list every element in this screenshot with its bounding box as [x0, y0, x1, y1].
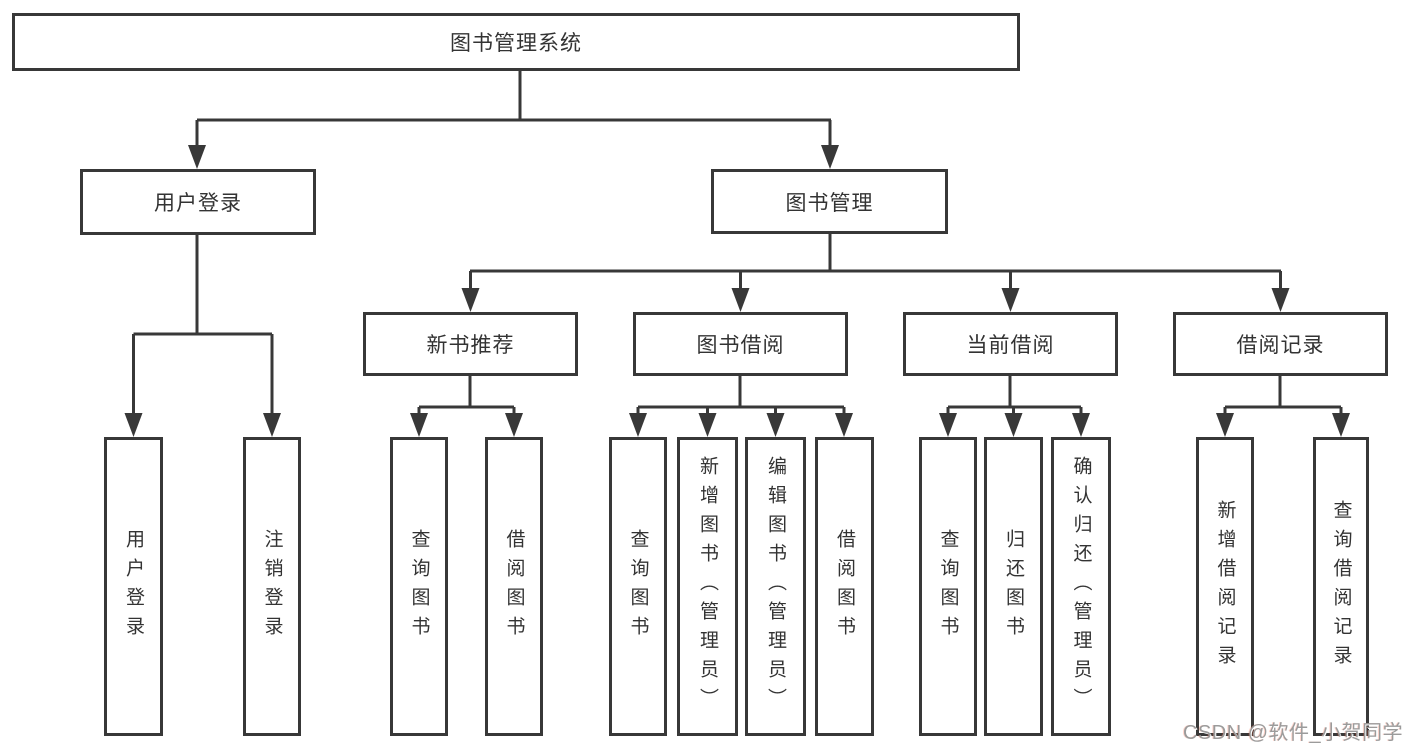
leaf-query-books-current-label: 查询图书	[937, 528, 959, 645]
leaf-user-login: 用户登录	[104, 437, 163, 736]
csdn-watermark: CSDN @软件_小贺同学	[1183, 722, 1404, 744]
leaf-query-books-recommend-label: 查询图书	[408, 528, 430, 645]
leaf-add-borrow-record-label: 新增借阅记录	[1214, 499, 1236, 674]
leaf-query-books-borrowing-label: 查询图书	[627, 528, 649, 645]
leaf-confirm-return-admin: 确认归还（管理员）	[1051, 437, 1111, 736]
node-book-borrowing: 图书借阅	[633, 312, 848, 376]
leaf-borrow-books-label: 借阅图书	[834, 528, 855, 645]
node-library-management-system: 图书管理系统	[12, 13, 1020, 71]
leaf-borrow-books-recommend-label: 借阅图书	[503, 528, 525, 645]
leaf-query-books-current: 查询图书	[919, 437, 977, 736]
node-borrowing-records: 借阅记录	[1173, 312, 1388, 376]
arrowhead-icons	[124, 145, 1350, 437]
node-book-management: 图书管理	[711, 169, 948, 234]
leaf-edit-books-admin-label: 编辑图书（管理员）	[765, 456, 786, 717]
leaf-borrow-books-recommend: 借阅图书	[485, 437, 543, 736]
leaf-user-login-label: 用户登录	[123, 528, 144, 645]
tree-edge-lines	[132, 69, 1343, 416]
node-new-book-recommendation: 新书推荐	[363, 312, 578, 376]
leaf-confirm-return-admin-label: 确认归还（管理员）	[1070, 456, 1092, 717]
leaf-query-books-borrowing: 查询图书	[609, 437, 667, 736]
leaf-borrow-books: 借阅图书	[815, 437, 874, 736]
node-current-borrowing: 当前借阅	[903, 312, 1118, 376]
leaf-edit-books-admin: 编辑图书（管理员）	[745, 437, 806, 736]
node-user-login: 用户登录	[80, 169, 316, 235]
leaf-logout-label: 注销登录	[261, 528, 283, 645]
leaf-logout: 注销登录	[243, 437, 301, 736]
leaf-add-books-admin: 新增图书（管理员）	[677, 437, 738, 736]
leaf-query-books-recommend: 查询图书	[390, 437, 448, 736]
leaf-query-borrow-record-label: 查询借阅记录	[1330, 499, 1352, 674]
leaf-return-books-label: 归还图书	[1003, 528, 1024, 645]
leaf-query-borrow-record: 查询借阅记录	[1313, 437, 1369, 736]
leaf-return-books: 归还图书	[984, 437, 1043, 736]
leaf-add-borrow-record: 新增借阅记录	[1196, 437, 1254, 736]
leaf-add-books-admin-label: 新增图书（管理员）	[697, 456, 718, 717]
